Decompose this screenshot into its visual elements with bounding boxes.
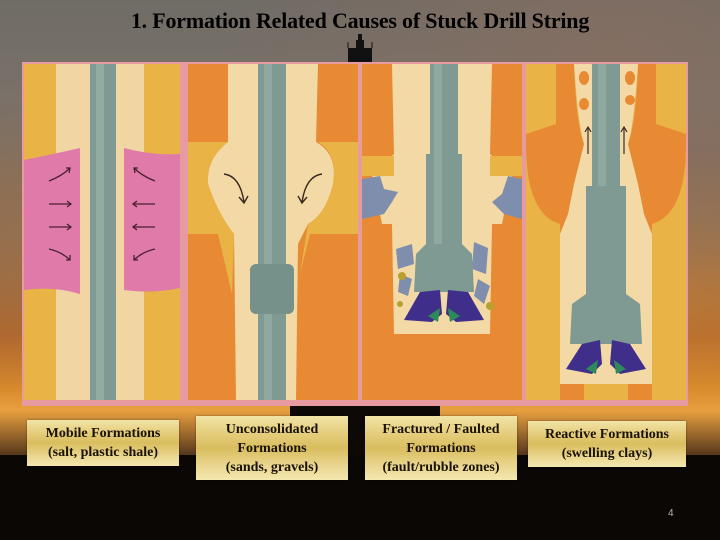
page-number: 4 [668,508,674,519]
label-line: Formations [406,440,476,456]
label-line: Reactive Formations [544,427,670,442]
diagram-mobile-formations [24,64,184,400]
diagram-fractured-formations [362,64,522,400]
label-line: (swelling clays) [561,446,653,461]
arrows-upward-icon [584,125,628,154]
label-reactive-formations: Reactive Formations (swelling clays) [528,421,686,467]
diagram-panel [22,62,688,406]
diagram-reactive-formations [526,64,686,400]
label-line: Unconsolidated [225,421,319,437]
label-line: Formations [237,440,307,456]
label-line: Fractured / Faulted [382,421,500,437]
label-mobile-formations: Mobile Formations (salt, plastic shale) [27,420,179,466]
slide-title: 1. Formation Related Causes of Stuck Dri… [130,8,590,33]
arrows-collapse-icon [223,173,323,205]
label-fractured-formations: Fractured / Faulted Formations (fault/ru… [365,416,517,480]
diagram-unconsolidated-formations [188,64,358,400]
derrick-icon [347,34,373,62]
arrows-inward-icon [48,167,156,261]
label-line: (fault/rubble zones) [382,459,500,475]
label-line: Mobile Formations [45,426,161,441]
label-line: (sands, gravels) [225,459,319,475]
ground-silhouette [0,455,720,540]
label-unconsolidated-formations: Unconsolidated Formations (sands, gravel… [196,416,348,480]
label-line: (salt, plastic shale) [47,445,159,460]
